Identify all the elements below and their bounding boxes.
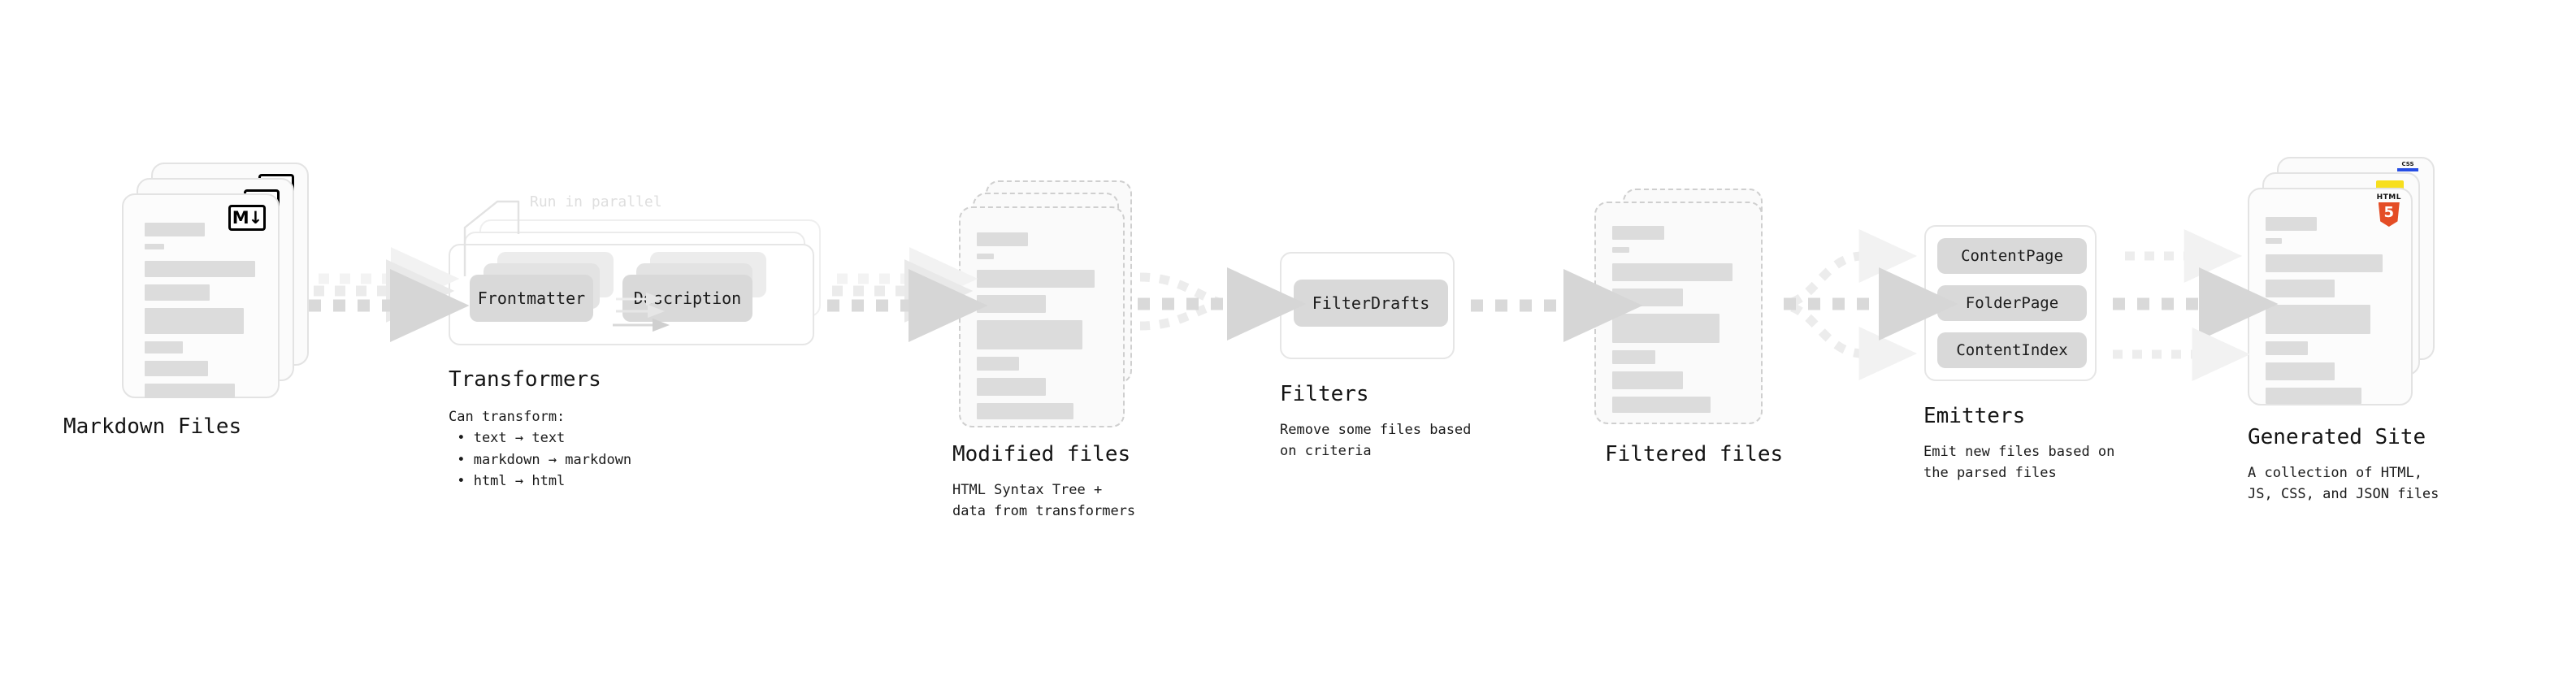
connector-markdown-to-transformers — [309, 247, 470, 342]
stage-subtitle-filters: Remove some files based on criteria — [1280, 422, 1472, 460]
markdown-card-front: M↓ — [122, 193, 280, 398]
markdown-icon: M↓ — [228, 205, 266, 231]
chip-label: ContentIndex — [1956, 341, 2068, 359]
modified-card-front — [959, 206, 1125, 427]
stage-generated-site: CSS HTML 5 — [2248, 157, 2439, 502]
placeholder-lines — [2266, 207, 2393, 411]
filtered-card-front — [1594, 202, 1763, 424]
transformers-box: Frontmatter Description — [449, 244, 814, 345]
connector-filtered-to-emitters — [1784, 229, 1958, 380]
stage-title-filtered-files: Filtered files — [1605, 442, 1784, 466]
emitters-box: ContentPage FolderPage ContentIndex — [1924, 225, 2097, 381]
filtered-card-stack — [1594, 189, 1773, 424]
chip-filterdrafts[interactable]: FilterDrafts — [1294, 280, 1448, 327]
stage-modified-files: Modified files HTML Syntax Tree + data f… — [952, 180, 1138, 519]
placeholder-lines — [977, 232, 1105, 427]
chip-description[interactable]: Description — [622, 275, 752, 322]
stage-markdown-files: M↓ M↓ M↓ Markdown Files — [63, 163, 309, 439]
placeholder-lines — [145, 223, 260, 406]
chip-label: FilterDrafts — [1312, 293, 1430, 313]
chip-label: FolderPage — [1965, 294, 2059, 312]
chip-contentpage[interactable]: ContentPage — [1937, 238, 2087, 274]
stage-title-transformers: Transformers — [449, 367, 601, 392]
css-icon: CSS — [2397, 162, 2418, 171]
stage-subtitle-emitters: Emit new files based on the parsed files — [1923, 444, 2115, 482]
html5-icon-word: HTML — [2376, 193, 2401, 202]
chip-label: Frontmatter — [477, 288, 586, 308]
chip-frontmatter[interactable]: Frontmatter — [470, 275, 593, 322]
connector-modified-to-filters — [1138, 267, 1307, 340]
stage-title-emitters: Emitters — [1923, 404, 2026, 428]
generated-card-front: HTML 5 — [2248, 188, 2413, 406]
css-icon-label: CSS — [2401, 161, 2414, 167]
chip-label: ContentPage — [1961, 247, 2063, 265]
stage-subtitle-transformers: Can transform: • text → text • markdown … — [449, 409, 632, 490]
connector-emitters-to-generated — [2113, 229, 2279, 381]
html5-icon: HTML 5 — [2377, 194, 2401, 227]
chip-contentindex[interactable]: ContentIndex — [1937, 332, 2087, 368]
chip-folderpage[interactable]: FolderPage — [1937, 285, 2087, 321]
stage-title-modified-files: Modified files — [952, 442, 1131, 466]
generated-card-stack: CSS HTML 5 — [2248, 157, 2435, 406]
placeholder-lines — [1612, 226, 1743, 420]
run-in-parallel-annotation: Run in parallel — [530, 193, 662, 210]
stage-subtitle-generated-site: A collection of HTML, JS, CSS, and JSON … — [2248, 465, 2439, 503]
stage-title-generated-site: Generated Site — [2248, 425, 2426, 449]
stage-title-markdown-files: Markdown Files — [63, 414, 242, 439]
stage-filtered-files: Filtered files — [1594, 189, 1783, 466]
stage-title-filters: Filters — [1280, 382, 1369, 406]
markdown-card-stack: M↓ M↓ M↓ — [122, 163, 309, 406]
stage-subtitle-modified-files: HTML Syntax Tree + data from transformer… — [952, 482, 1136, 520]
css-icon-bar — [2397, 168, 2418, 171]
chip-label: Description — [633, 288, 742, 308]
modified-card-stack — [959, 180, 1138, 427]
filters-box: FilterDrafts — [1280, 252, 1455, 359]
connector-transformers-to-modified — [827, 247, 988, 342]
